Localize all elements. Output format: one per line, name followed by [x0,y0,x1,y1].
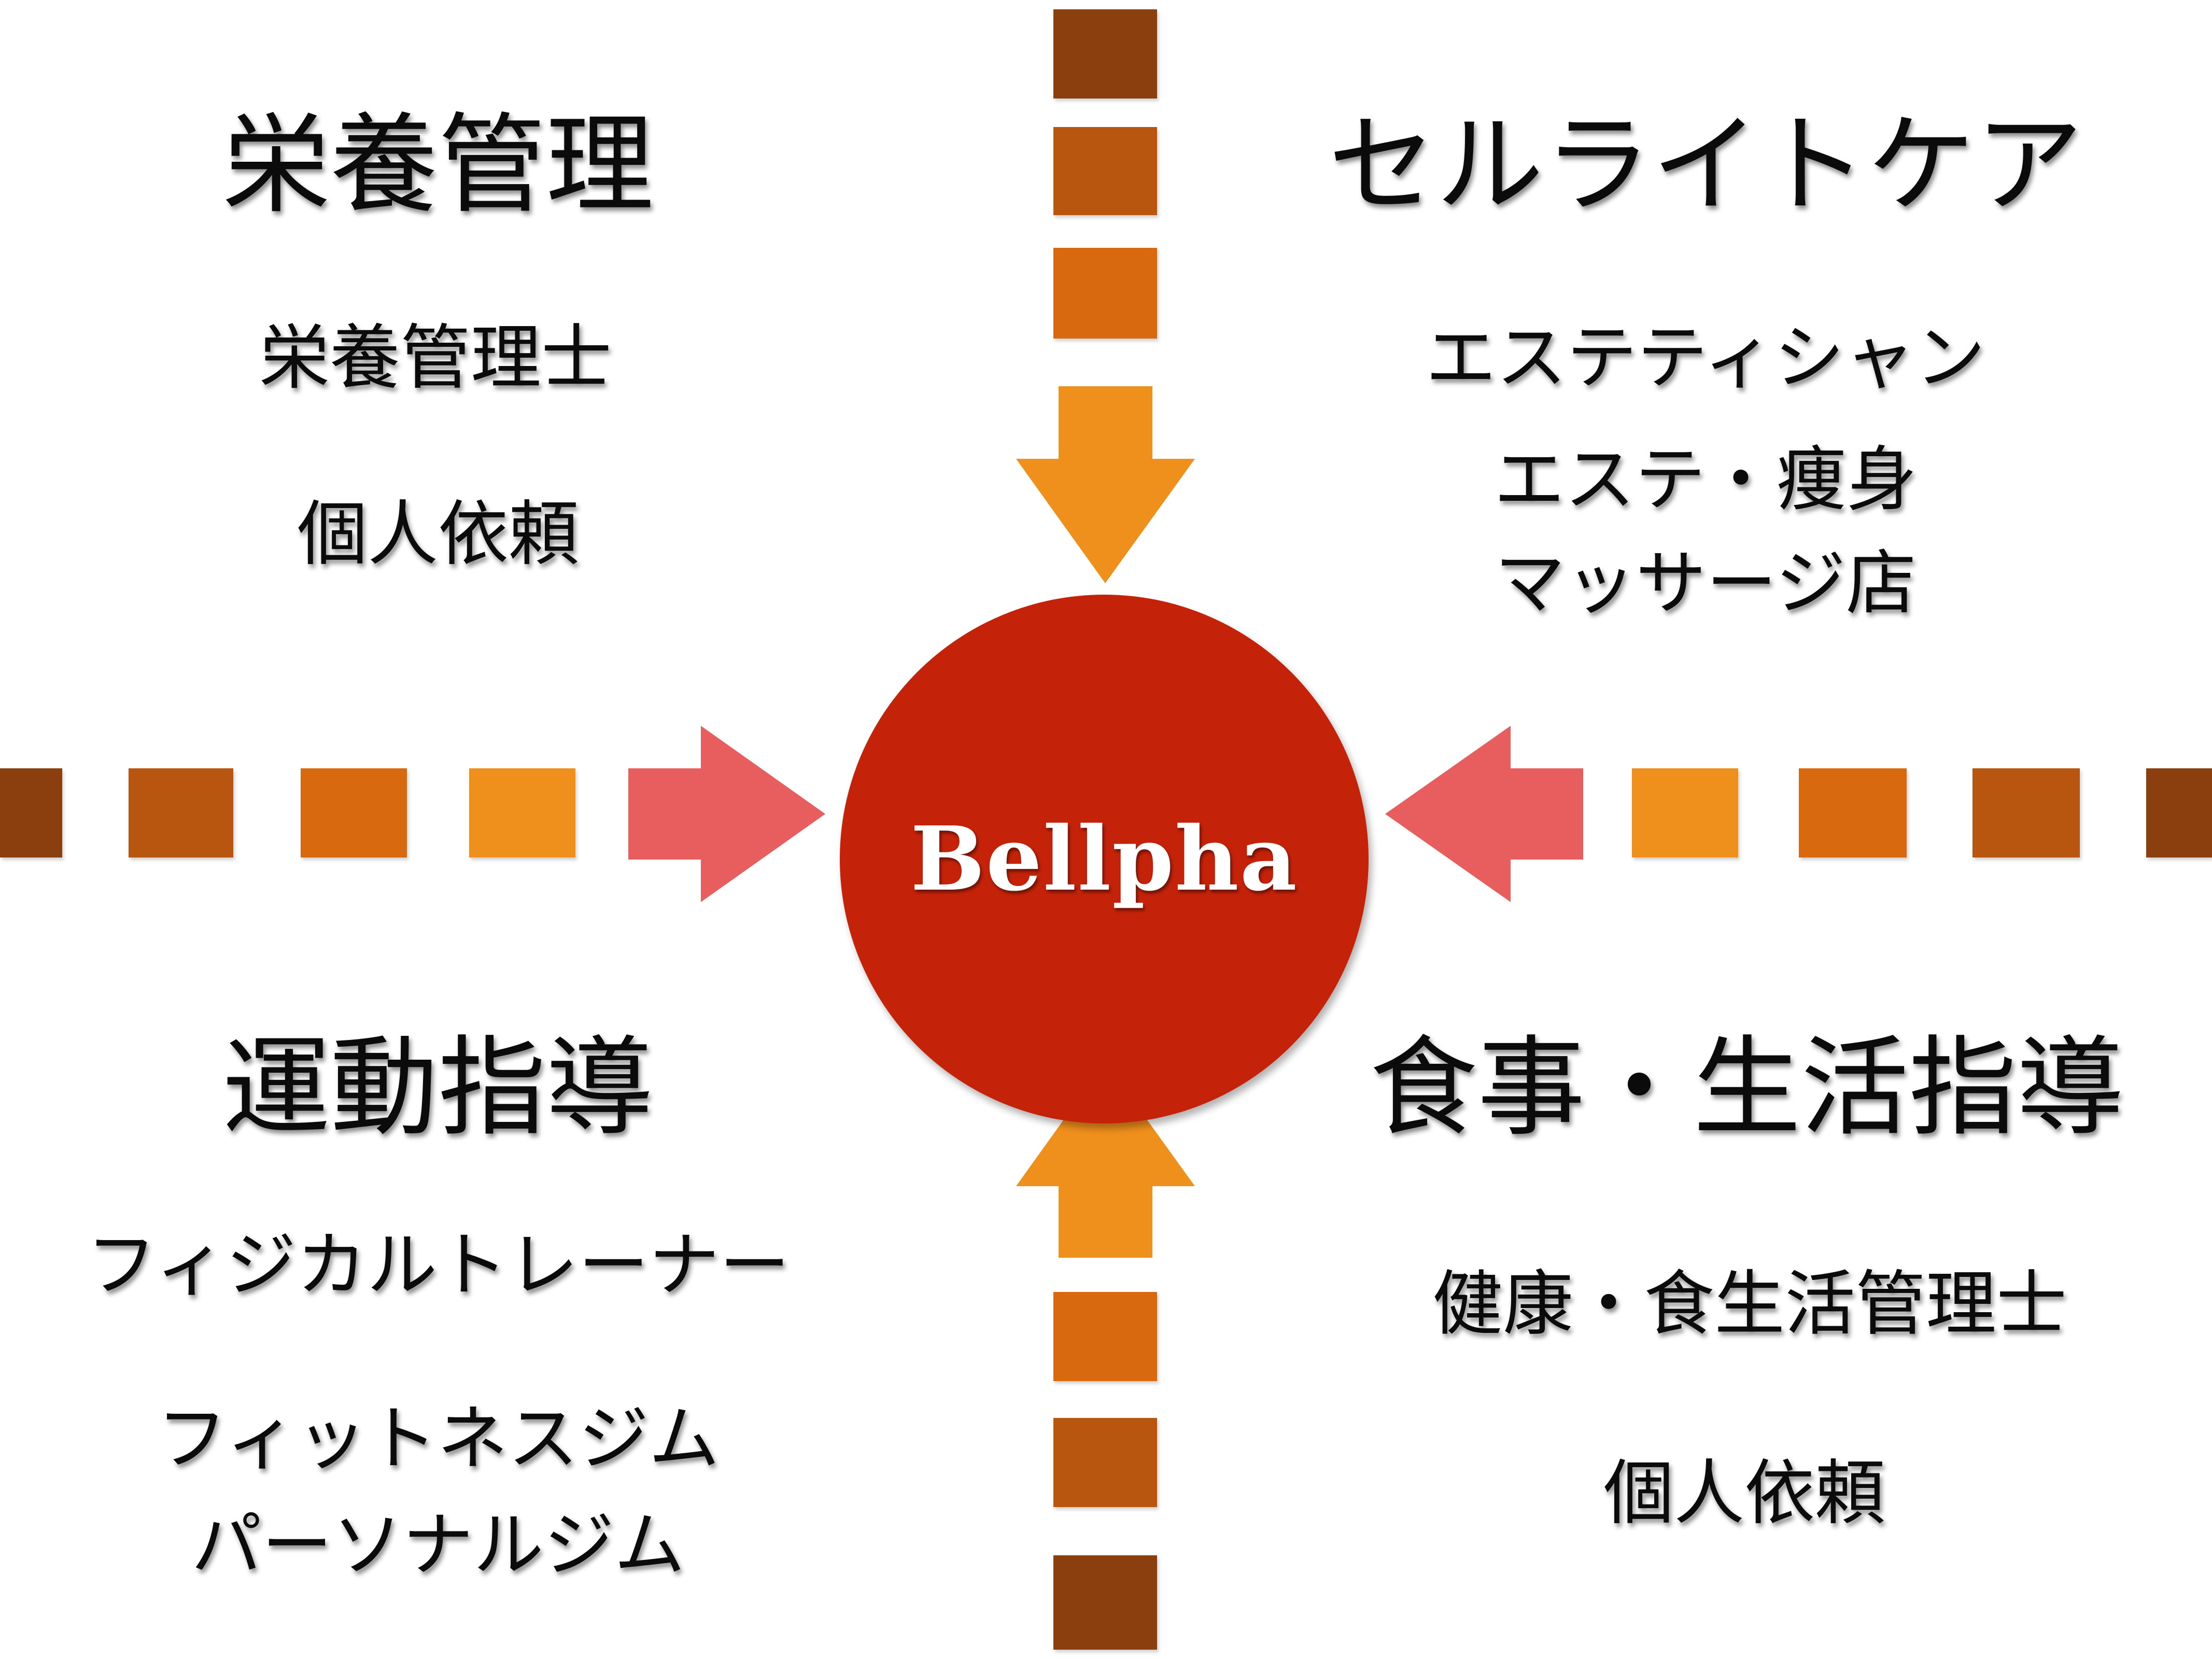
center-bellpha-circle: Bellpha [840,595,1369,1123]
heading-diet-lifestyle-coaching: 食事・生活指導 [1370,1025,2124,1151]
item-individual-request: 個人依頼 [297,494,579,575]
item-health-diet-manager: 健康・食生活管理士 [1432,1263,2067,1345]
item-individual-request: 個人依頼 [1603,1453,1885,1535]
heading-cellulite-care: セルライトケア [1328,103,2083,228]
connector-square-right-1 [1632,768,1738,857]
connector-square-left-4 [469,768,575,857]
connector-square-right-4 [2146,768,2212,857]
item-massage-shop: マッサージ店 [1495,543,1917,625]
item-personal-gym: パーソナルジム [191,1505,685,1586]
connector-square-bottom-3 [1053,1555,1157,1650]
connector-square-top-3 [1053,248,1157,339]
item-fitness-gym: フィットネスジム [157,1398,720,1480]
item-nutrition-manager: 栄養管理士 [259,317,612,399]
connector-square-left-3 [301,768,407,857]
arrow-right-icon [628,726,825,902]
item-esthetician: エステティシャン [1426,317,1985,399]
connector-square-right-2 [1799,768,1907,857]
heading-nutrition-management: 栄養管理 [222,103,654,228]
arrow-left-icon [1385,726,1583,902]
connector-square-top-2 [1053,127,1157,215]
connector-square-right-3 [1973,768,2080,857]
heading-exercise-coaching: 運動指導 [222,1025,654,1151]
connector-square-bottom-2 [1053,1418,1157,1507]
arrow-up-icon [1016,1062,1195,1258]
connector-square-bottom-1 [1053,1292,1157,1381]
connector-square-top-1 [1053,9,1157,99]
connector-square-left-1 [0,768,62,857]
item-esthe-slimming: エステ・痩身 [1494,439,1917,521]
connector-square-left-2 [129,768,233,857]
center-bellpha-label: Bellpha [910,807,1298,911]
item-physical-trainer: フィジカルトレーナー [86,1225,790,1306]
arrow-down-icon [1016,386,1195,583]
